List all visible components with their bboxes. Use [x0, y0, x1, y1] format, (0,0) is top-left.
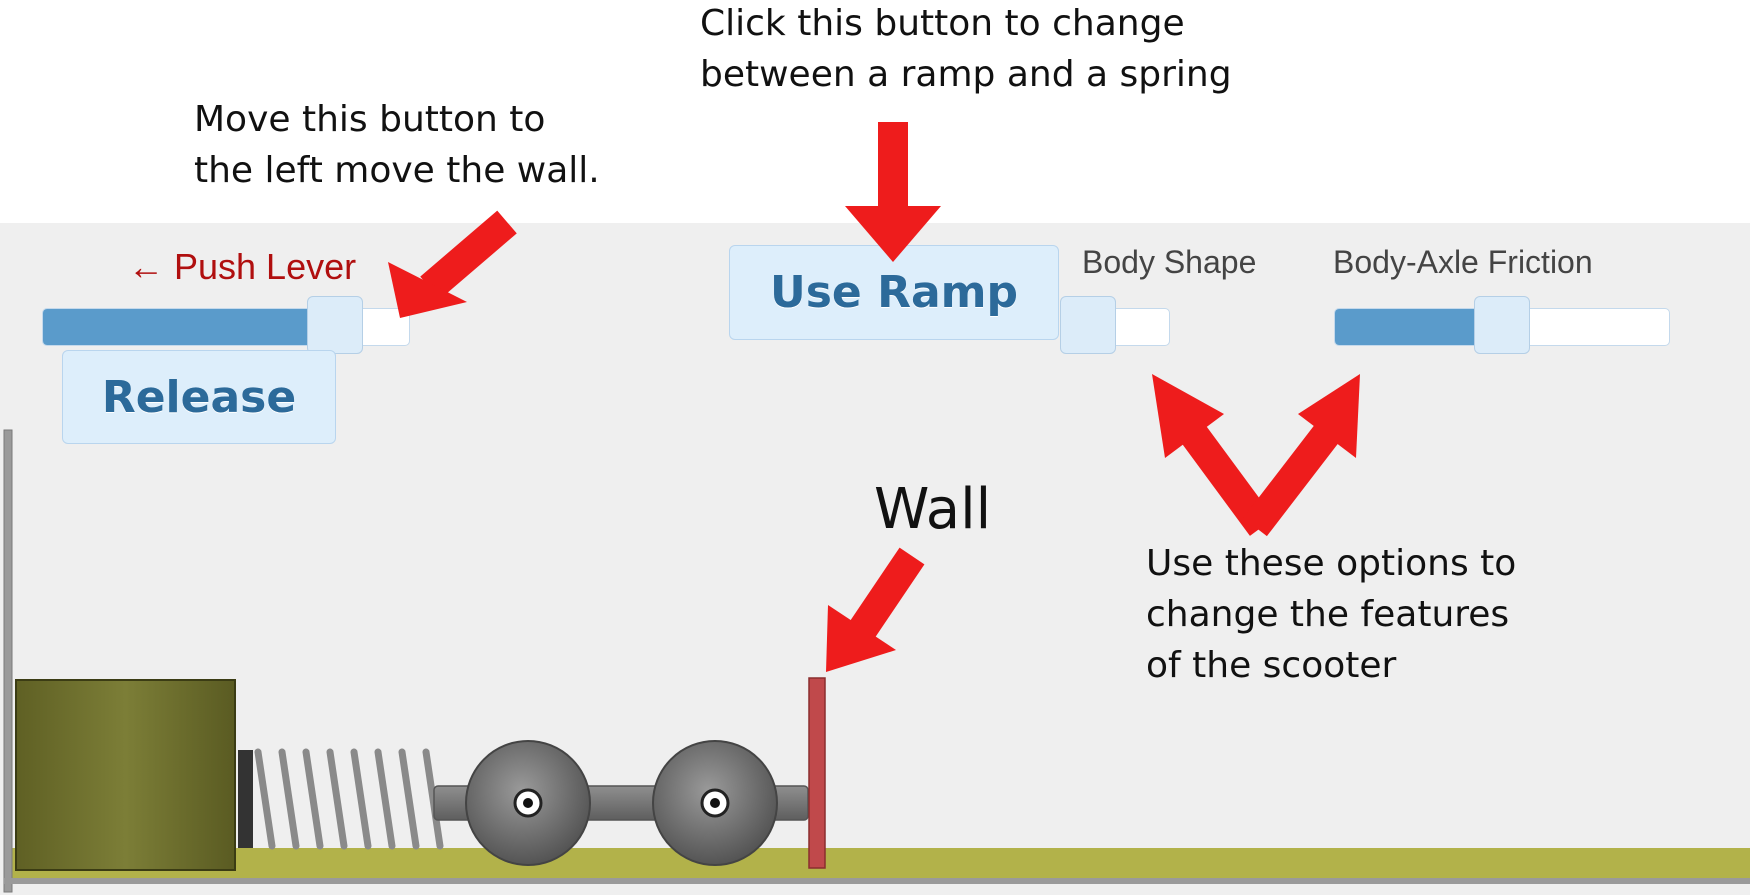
body-shape-thumb[interactable] — [1060, 296, 1116, 354]
push-lever-fill — [43, 309, 337, 345]
body-shape-label: Body Shape — [1082, 244, 1257, 280]
spring-coils — [254, 748, 444, 850]
red-arrow-icon — [845, 122, 941, 262]
annotation-wall: Wall — [874, 477, 992, 542]
launcher-block — [15, 679, 236, 871]
annotation-ramp-spring: Click this button to change between a ra… — [700, 3, 1232, 96]
wall — [808, 677, 826, 869]
left-frame-post — [3, 429, 13, 893]
annotation-options: Use these options to change the features… — [1146, 543, 1517, 687]
push-lever-label: ← Push Lever — [128, 246, 357, 287]
friction-label: Body-Axle Friction — [1333, 244, 1593, 280]
spring-plate — [238, 750, 253, 848]
push-lever-thumb[interactable] — [307, 296, 364, 354]
scooter — [433, 740, 809, 866]
use-ramp-button[interactable]: Use Ramp — [729, 245, 1059, 340]
release-button[interactable]: Release — [62, 350, 336, 444]
red-arrow-icon — [388, 210, 517, 318]
red-arrow-icon — [1152, 374, 1360, 537]
bottom-frame-rail — [4, 878, 1750, 884]
annotation-move-wall: Move this button to the left move the wa… — [194, 99, 600, 192]
red-arrow-icon — [826, 547, 925, 672]
friction-thumb[interactable] — [1474, 296, 1530, 354]
ground-strip — [10, 848, 1750, 878]
